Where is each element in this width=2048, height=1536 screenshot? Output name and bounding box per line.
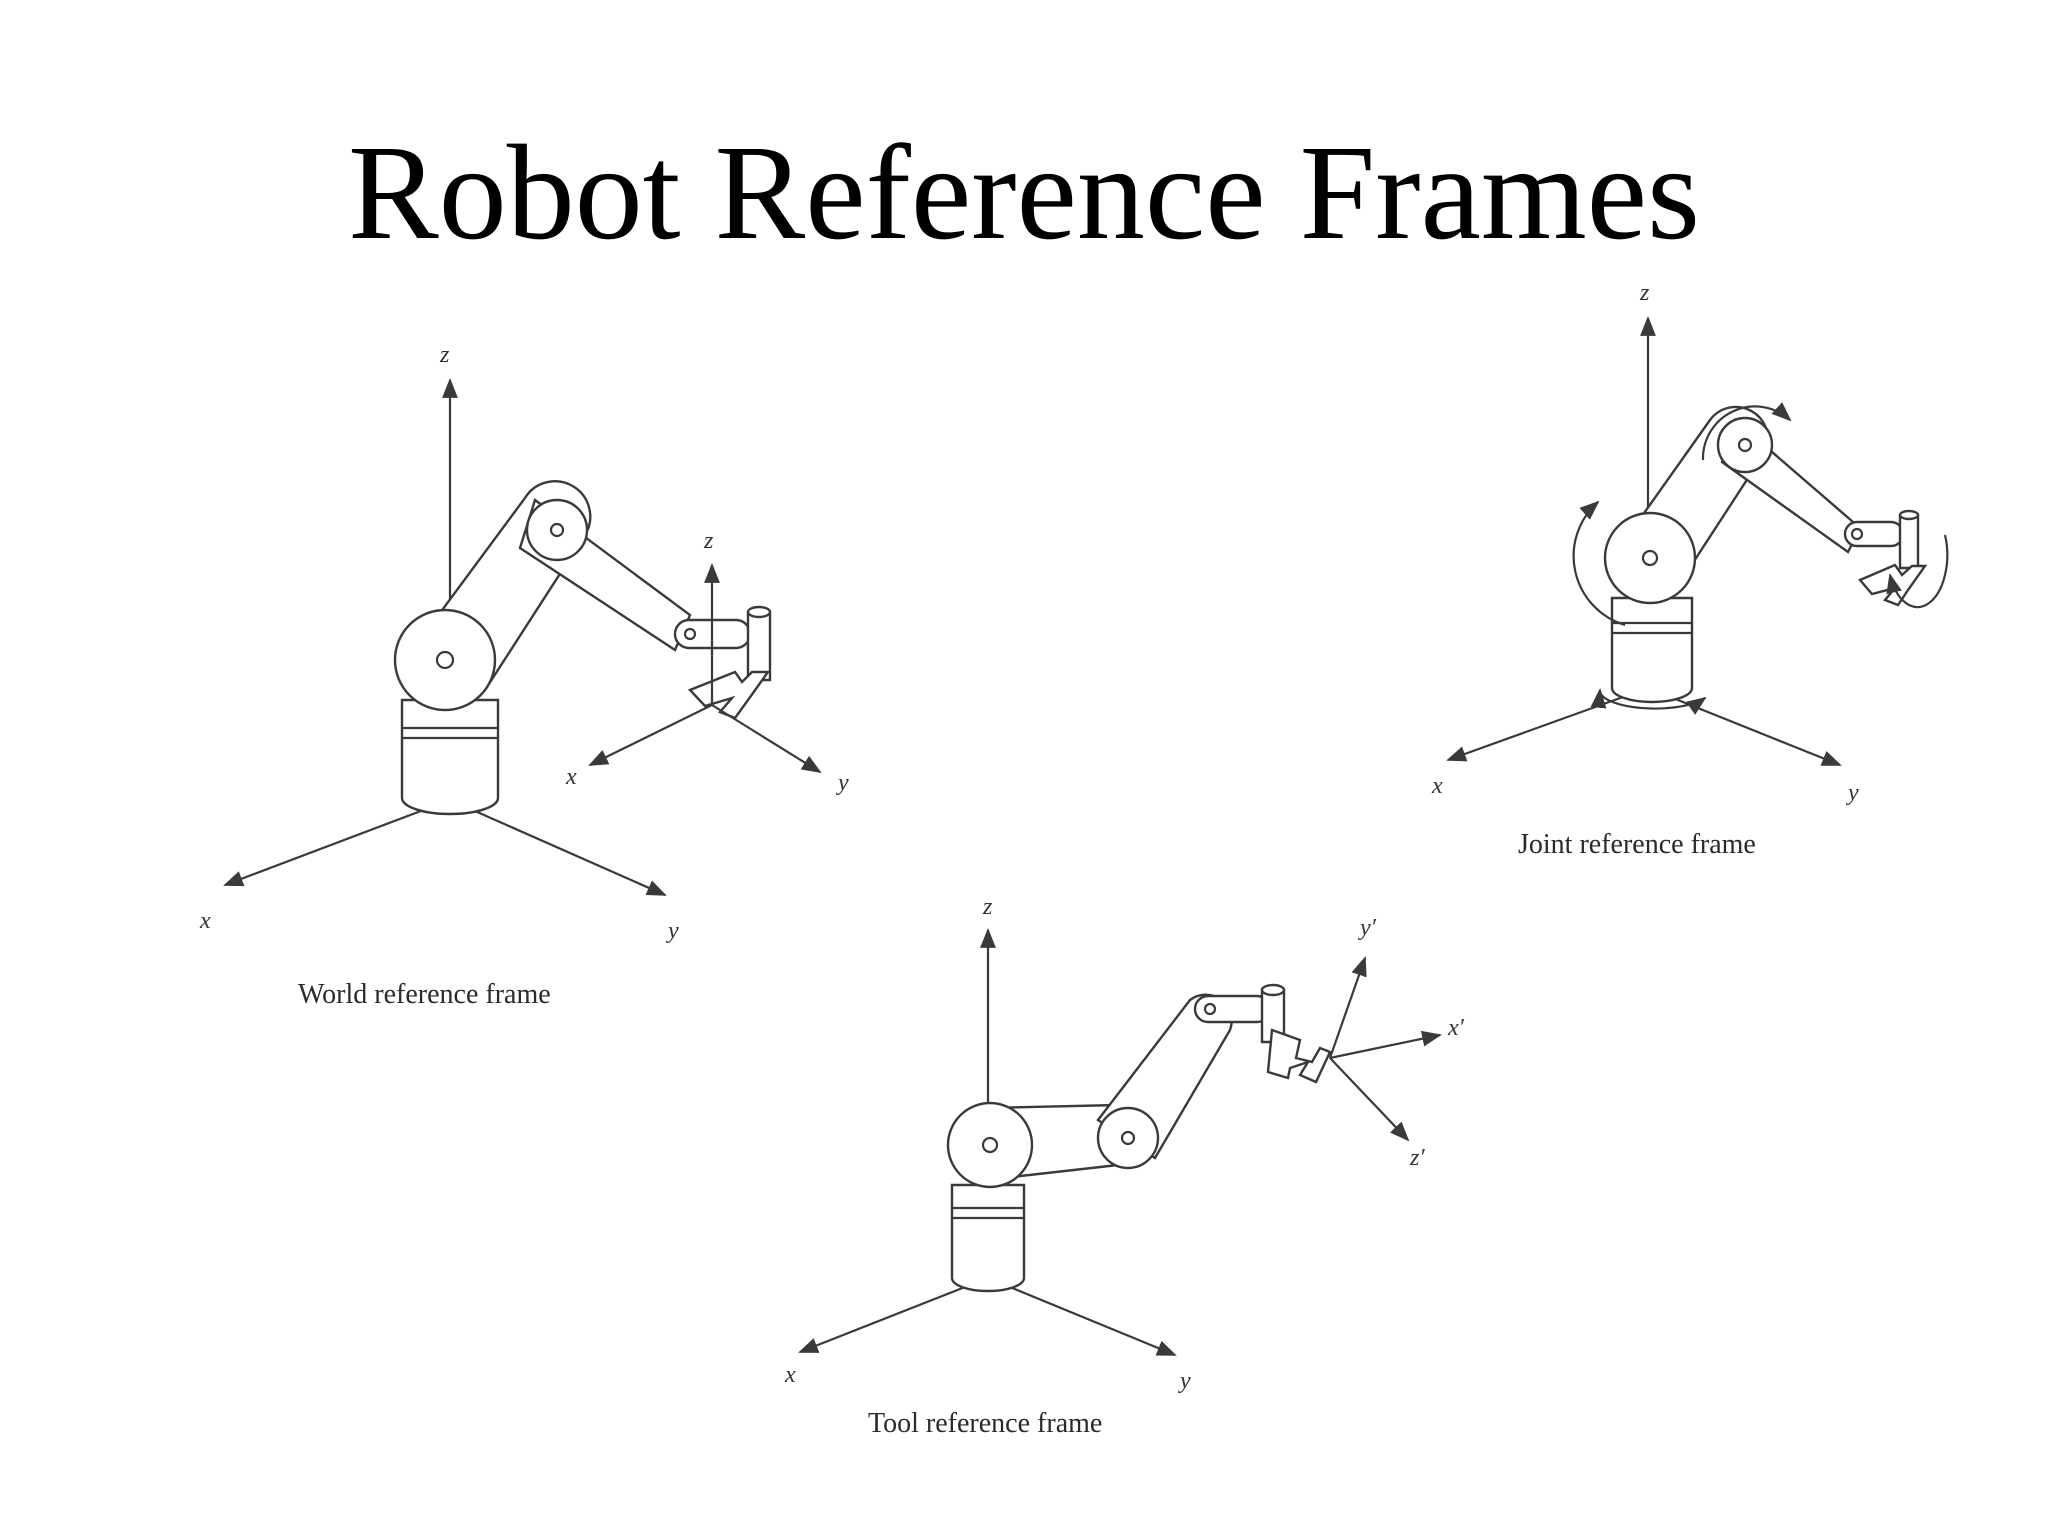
- tool-zprime-axis: [1329, 1057, 1410, 1142]
- joint-robot-base: [1610, 596, 1694, 704]
- tool-xprime-label: x′: [1447, 1015, 1465, 1041]
- joint-z-label: z: [1639, 280, 1650, 306]
- world-frame-caption: World reference frame: [298, 979, 551, 1010]
- tool-x-label: x: [784, 1362, 796, 1388]
- tool-yprime-label: y′: [1358, 915, 1377, 941]
- tool-frame-figure: z x y: [784, 894, 1465, 1439]
- joint-y-label: y: [1846, 780, 1859, 806]
- joint-frame-caption: Joint reference frame: [1518, 829, 1756, 860]
- tool-yprime-axis: [1328, 956, 1367, 1059]
- joint-x-label: x: [1431, 773, 1443, 799]
- joint-elbow-rotation-arrow: [1701, 402, 1792, 461]
- tool-y-label: y: [1178, 1368, 1191, 1394]
- tool-x-axis: [798, 1276, 989, 1354]
- world-robot-gripper: [687, 670, 771, 720]
- world-z-label: z: [439, 342, 450, 368]
- world-tool-z-label: z: [703, 528, 714, 554]
- world-frame-figure: z x y: [199, 342, 849, 1010]
- joint-robot-shoulder: [1603, 511, 1697, 605]
- tool-robot-base: [950, 1183, 1026, 1293]
- world-y-label: y: [666, 918, 679, 944]
- tool-frame-caption: Tool reference frame: [868, 1408, 1102, 1439]
- world-tool-x-label: x: [565, 764, 577, 790]
- tool-robot-gripper: [1266, 1028, 1332, 1084]
- joint-robot-wrist: [1843, 520, 1905, 548]
- world-y-axis: [449, 798, 667, 897]
- joint-shoulder-rotation-arrow: [1572, 500, 1626, 627]
- tool-robot-wrist: [1193, 994, 1272, 1024]
- slide-title: Robot Reference Frames: [348, 118, 1700, 268]
- tool-z-label: z: [982, 894, 993, 920]
- joint-frame-figure: z x y: [1431, 280, 1949, 860]
- joint-x-axis: [1446, 686, 1649, 762]
- world-tool-y-axis: [711, 704, 822, 774]
- tool-y-axis: [987, 1276, 1177, 1357]
- world-x-label: x: [199, 908, 211, 934]
- world-x-axis: [223, 798, 451, 887]
- world-robot-shoulder: [393, 608, 497, 712]
- tool-robot-shoulder: [946, 1101, 1034, 1189]
- joint-base-rotation-arrow: [1590, 688, 1707, 715]
- joint-wrist-rotation-arrow: [1886, 534, 1949, 609]
- world-tool-y-label: y: [836, 770, 849, 796]
- tool-zprime-label: z′: [1409, 1145, 1425, 1171]
- tool-xprime-axis: [1329, 1030, 1442, 1060]
- world-tool-x-axis: [588, 704, 713, 766]
- world-robot-base: [400, 698, 500, 816]
